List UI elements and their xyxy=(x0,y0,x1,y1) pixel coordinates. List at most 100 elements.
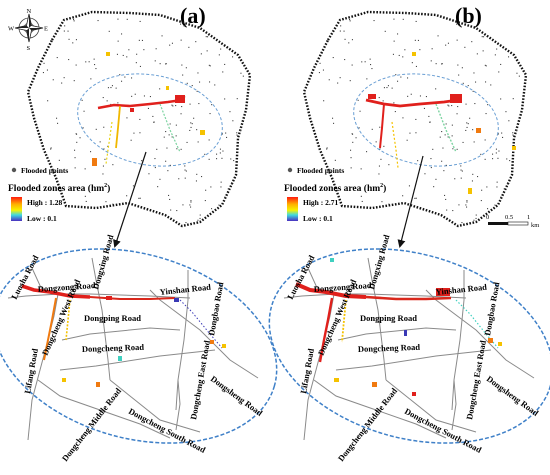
flooded-point xyxy=(404,49,406,51)
flooded-point xyxy=(323,100,325,102)
flooded-point xyxy=(149,96,151,98)
flooded-point xyxy=(211,104,213,106)
flooded-point xyxy=(196,173,198,175)
flood-patch xyxy=(330,258,334,262)
flood-segment xyxy=(318,297,334,363)
flooded-point xyxy=(469,117,471,119)
flooded-point xyxy=(393,102,395,104)
flooded-point xyxy=(191,85,193,87)
flood-patch xyxy=(106,52,110,56)
flooded-point xyxy=(451,105,453,107)
flooded-point xyxy=(121,80,123,82)
flooded-point xyxy=(197,141,199,143)
flooded-point xyxy=(366,78,368,80)
flooded-point xyxy=(492,158,494,160)
flooded-point xyxy=(407,77,409,79)
flooded-point xyxy=(199,214,201,216)
road-label: Lifang Road xyxy=(22,347,40,394)
flooded-point xyxy=(350,149,352,151)
flooded-point xyxy=(99,141,101,143)
flooded-point xyxy=(102,165,104,167)
flooded-point xyxy=(154,60,156,62)
compass-north-label: N xyxy=(27,8,32,15)
flooded-point xyxy=(67,30,69,32)
flooded-point xyxy=(460,169,462,171)
flooded-point xyxy=(130,139,132,141)
flooded-point xyxy=(349,19,351,21)
flooded-point xyxy=(175,135,177,137)
flooded-point xyxy=(481,189,483,191)
flood-patch xyxy=(96,382,100,387)
flooded-point xyxy=(197,219,199,221)
flooded-point xyxy=(85,200,87,202)
flooded-point xyxy=(485,113,487,115)
flooded-point xyxy=(430,167,432,169)
road-label: Dongcheng Road xyxy=(358,342,421,354)
flooded-point xyxy=(466,122,468,124)
flood-patch xyxy=(334,378,339,382)
flooded-point xyxy=(126,56,128,58)
flooded-point xyxy=(68,38,70,40)
flooded-point xyxy=(72,42,74,44)
flooded-point xyxy=(81,99,83,101)
flooded-point xyxy=(380,158,382,160)
flooded-point xyxy=(457,106,459,108)
flooded-point xyxy=(439,136,441,138)
flooded-point xyxy=(508,120,510,122)
flooded-point xyxy=(512,98,514,100)
flooded-point xyxy=(141,160,143,162)
flooded-point xyxy=(74,157,76,159)
flooded-point xyxy=(465,204,467,206)
flooded-point xyxy=(414,197,416,199)
flooded-point xyxy=(371,68,373,70)
flooded-point xyxy=(351,64,353,66)
flooded-point xyxy=(121,33,123,35)
flood-patch xyxy=(92,158,97,166)
flooded-point xyxy=(508,56,510,58)
flooded-point xyxy=(467,123,469,125)
flood-patch xyxy=(118,356,122,361)
flood-patch xyxy=(106,296,112,300)
flooded-point xyxy=(196,90,198,92)
flooded-point xyxy=(197,72,199,74)
flooded-point xyxy=(233,160,235,162)
flooded-point xyxy=(379,148,381,150)
flooded-point xyxy=(379,126,381,128)
flood-zone-layer xyxy=(365,52,516,194)
flooded-point xyxy=(334,159,336,161)
flooded-point xyxy=(159,88,161,90)
flooded-point xyxy=(209,113,211,115)
flooded-point xyxy=(73,20,75,22)
flood-segment xyxy=(455,299,499,349)
flooded-point xyxy=(378,165,380,167)
flooded-point xyxy=(46,69,48,71)
flooded-point xyxy=(204,153,206,155)
flooded-point xyxy=(222,150,224,152)
study-area-boundary xyxy=(302,10,528,228)
flooded-point xyxy=(475,214,477,216)
flooded-point xyxy=(68,59,70,61)
flooded-point xyxy=(383,145,385,147)
flooded-point xyxy=(475,217,477,219)
flooded-point xyxy=(82,127,84,129)
flooded-point xyxy=(407,95,409,97)
flooded-point xyxy=(208,139,210,141)
flooded-point xyxy=(224,98,226,100)
flood-segment xyxy=(21,284,91,299)
flooded-point xyxy=(481,36,483,38)
road-label: Yinshan Road xyxy=(435,282,487,297)
flooded-points-layer xyxy=(42,18,244,224)
flooded-point xyxy=(406,139,408,141)
flooded-point xyxy=(398,54,400,56)
flooded-point xyxy=(219,152,221,154)
flooded-point xyxy=(110,87,112,89)
flooded-point xyxy=(181,64,183,66)
flooded-point xyxy=(124,76,126,78)
flooded-point-symbol-icon xyxy=(11,167,17,173)
flooded-point xyxy=(225,132,227,134)
flooded-point xyxy=(189,103,191,105)
flood-patch xyxy=(175,95,185,103)
flooded-point xyxy=(388,164,390,166)
flood-segment xyxy=(43,297,57,361)
flooded-point xyxy=(435,63,437,65)
